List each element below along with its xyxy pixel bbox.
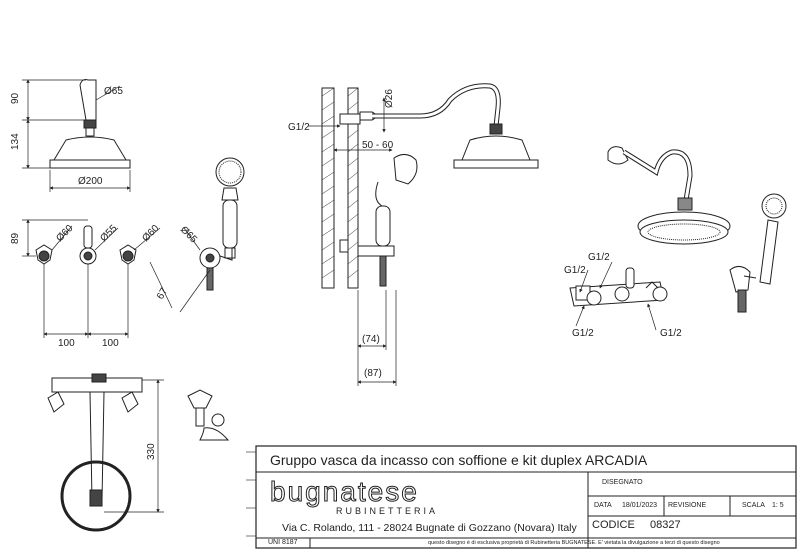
dim-d65-duplex: Ø65 <box>178 224 199 245</box>
label-g12-iso-b: G1/2 <box>564 265 586 276</box>
hand-shower-front <box>215 157 245 259</box>
dim-100-right: 100 <box>102 338 119 349</box>
company-address: Via C. Rolando, 111 - 28024 Bugnate di G… <box>282 522 577 534</box>
dim-87: (87) <box>364 368 382 379</box>
value-codice: 08327 <box>650 519 681 531</box>
shower-head-side-view <box>49 79 131 169</box>
title-block-frame <box>255 445 797 549</box>
label-revisione: REVISIONE <box>668 502 707 509</box>
dim-50-60: 50 - 60 <box>362 140 394 151</box>
uni-code: UNI 8187 <box>268 539 298 546</box>
label-g12-iso-a: G1/2 <box>588 252 610 263</box>
value-data: 18/01/2023 <box>622 502 658 509</box>
dim-100-left: 100 <box>58 338 75 349</box>
label-data: DATA <box>594 502 612 509</box>
title-block-grid <box>246 451 256 537</box>
dim-74: (74) <box>362 334 380 345</box>
company-logo: bugnatese RUBINETTERIA <box>269 476 439 516</box>
valve-left <box>35 244 53 265</box>
dim-lines-shower-head <box>22 79 131 192</box>
label-codice: CODICE <box>592 519 635 531</box>
isometric-view <box>569 146 787 313</box>
valve-center <box>79 225 97 265</box>
dim-lines-iso <box>575 261 657 331</box>
logo-sub: RUBINETTERIA <box>336 506 439 516</box>
dim-lines-wall <box>308 97 397 386</box>
dim-d60-right: Ø60 <box>140 223 161 244</box>
label-g12-iso-d: G1/2 <box>660 328 682 339</box>
logo-brand: bugnatese <box>269 476 419 507</box>
dim-d65-shower: Ø65 <box>104 86 123 97</box>
small-shower-head <box>187 389 230 441</box>
label-scala: SCALA <box>742 502 765 509</box>
dim-67: 67 <box>155 286 170 302</box>
dim-d200: Ø200 <box>78 176 103 187</box>
dim-134: 134 <box>10 133 21 150</box>
dim-lines-section <box>104 379 164 513</box>
bath-valves-front <box>35 225 233 291</box>
dim-d55: Ø55 <box>98 223 119 244</box>
dim-d60-left: Ø60 <box>54 223 75 244</box>
label-disegnato: DISEGNATO <box>602 479 643 486</box>
drawing-title: Gruppo vasca da incasso con soffione e k… <box>270 452 648 468</box>
dim-lines-valves <box>22 219 211 338</box>
dim-90: 90 <box>10 92 21 104</box>
label-g12-iso-c: G1/2 <box>572 328 594 339</box>
dim-330: 330 <box>146 443 157 460</box>
dim-d26: Ø26 <box>384 89 395 108</box>
bath-valve-section <box>47 373 143 532</box>
wall-installation <box>321 83 539 289</box>
valve-right <box>119 244 137 265</box>
dim-89: 89 <box>10 232 21 244</box>
label-g12-wall: G1/2 <box>288 122 310 133</box>
duplex-outlet <box>199 247 221 291</box>
disclaimer: questo disegno è di esclusiva proprietà … <box>428 540 720 546</box>
value-scala: 1: 5 <box>772 502 784 509</box>
